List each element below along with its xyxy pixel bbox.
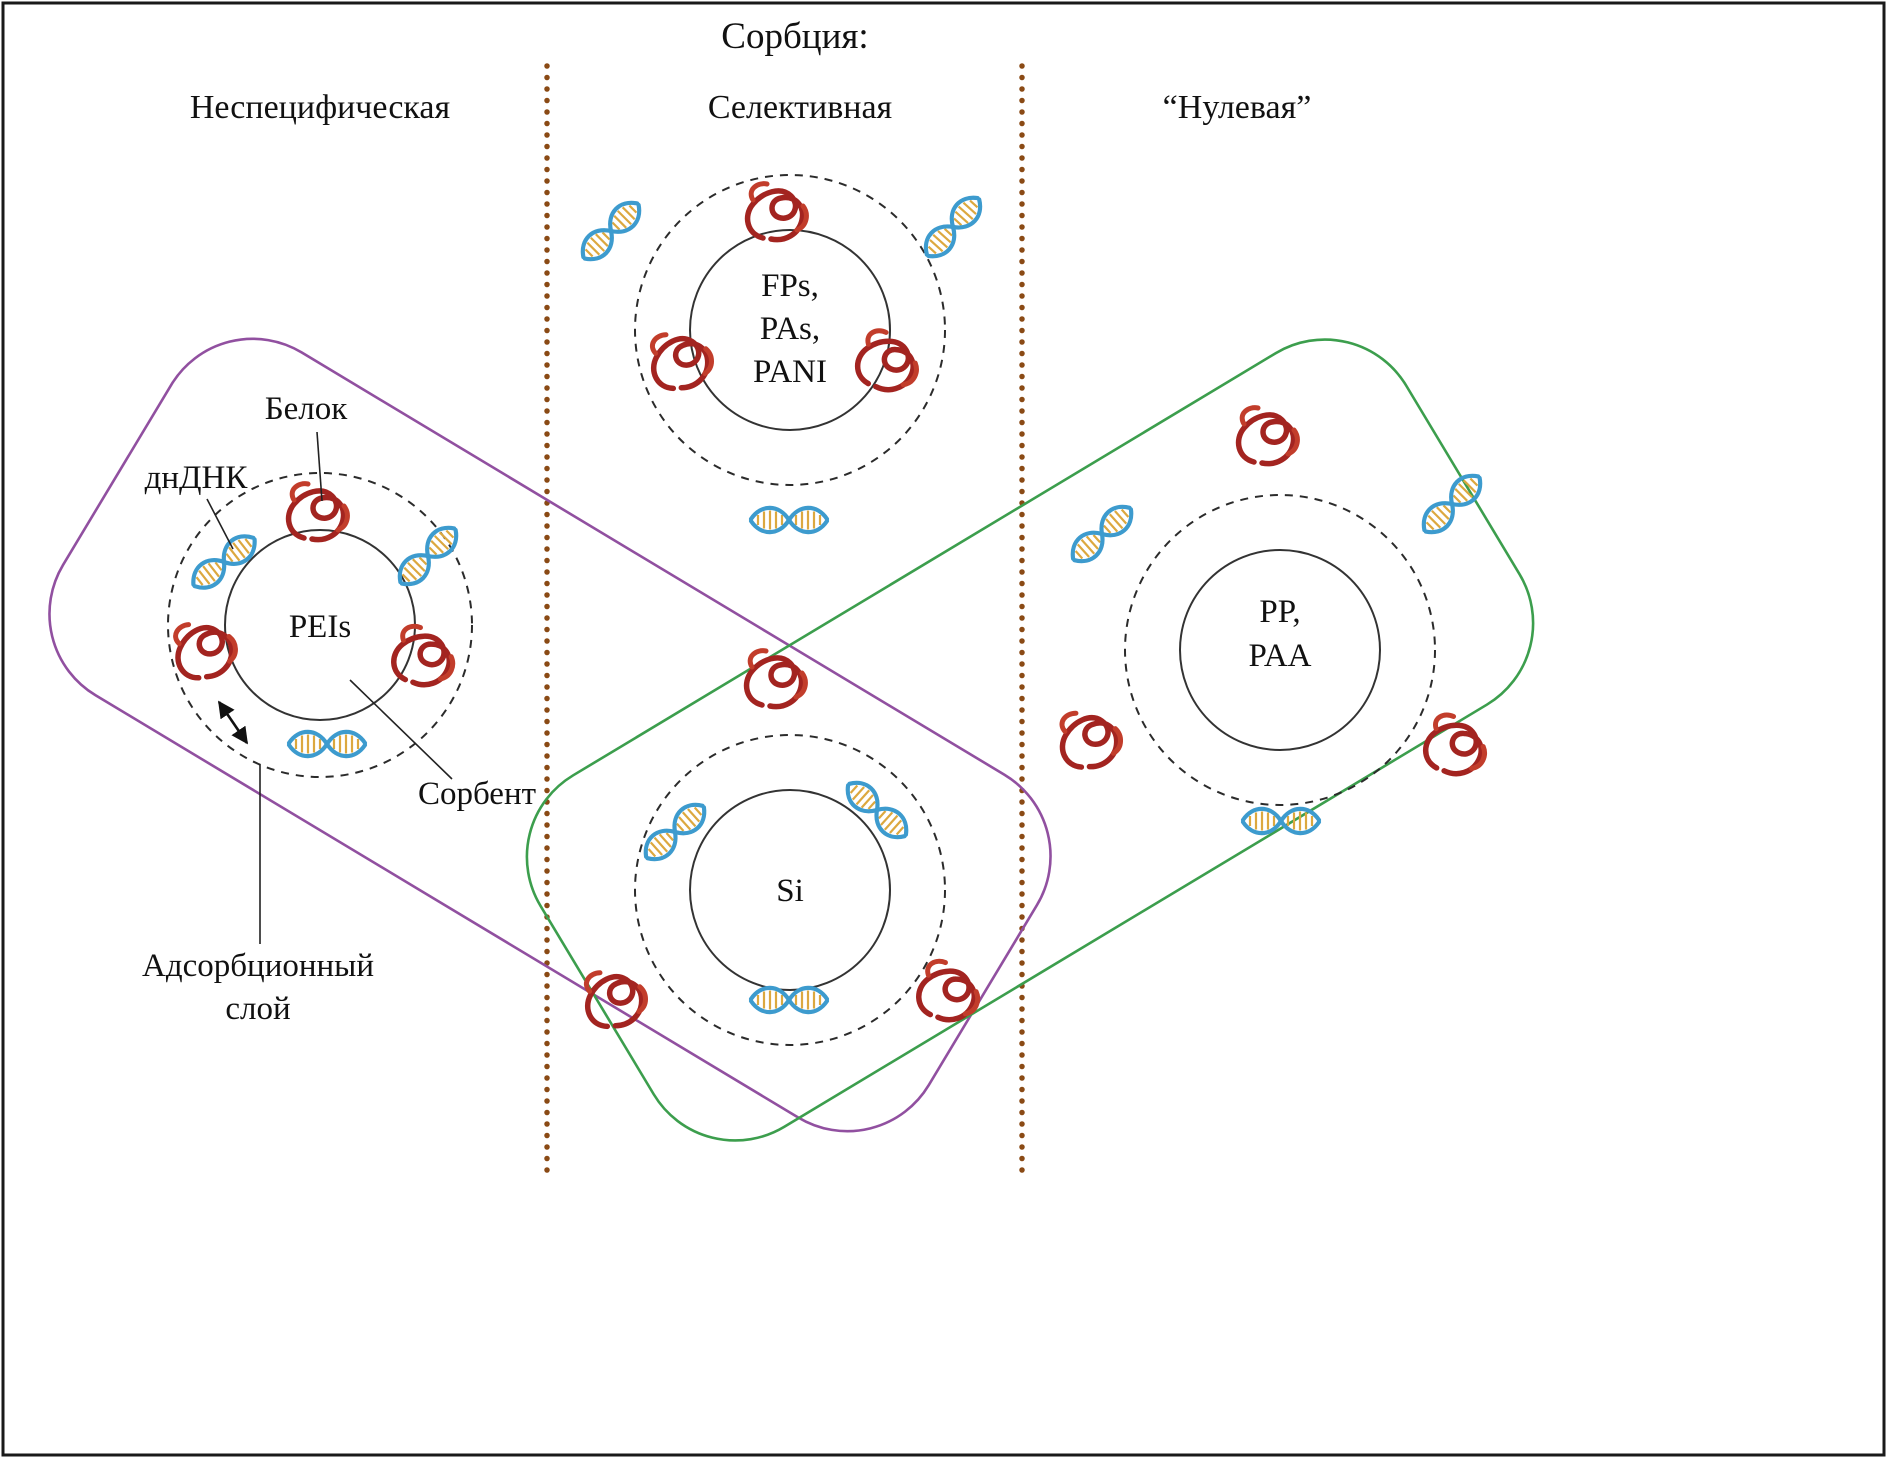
particle-label-pp-1: PP, [1259,594,1300,630]
column-header-selective: Селективная [708,89,893,126]
particle-pp: PP, PAA [1057,408,1492,833]
adsorption-ring [1124,494,1436,806]
callouts: Белок днДНК Сорбент Адсорбционный слой [142,391,536,1027]
particle-label-pp-2: PAA [1249,638,1312,674]
adsorption-ring [634,174,946,486]
column-header-zero: “Нулевая” [1163,89,1312,126]
adsorption-ring [167,472,473,778]
particle-label-fps-3: PANI [753,354,827,390]
protein-pointer-line [316,431,323,502]
particle-si: Si [581,651,984,1046]
particle-label-pei: PEIs [289,609,351,645]
particle-label-fps-1: FPs, [761,268,819,304]
particle-label-fps-2: PAs, [760,311,820,347]
nonspecific-group-outline [48,337,1052,1133]
column-header-nonspecific: Неспецифическая [190,89,451,126]
particle-label-si: Si [776,873,804,909]
sorbent-circle [689,229,891,431]
diagram-title: Сорбция: [721,16,868,57]
particle-fps: FPs, PAs, PANI [576,174,988,532]
adsorption-layer-label-line1: Адсорбционный [142,948,374,984]
dna-pointer-line [206,498,234,550]
sorbent-circle [689,789,891,991]
particle-pei: PEIs [167,472,473,778]
protein-callout-label: Белок [265,391,349,427]
sorbent-callout-label: Сорбент [418,776,536,812]
dna-callout-label: днДНК [145,460,249,496]
layer-thickness-double-arrow [217,700,249,745]
sorbent-pointer-line [349,679,453,780]
adsorption-layer-label-line2: слой [225,991,290,1027]
adsorption-ring [634,734,946,1046]
sorbent-circle [1179,549,1381,751]
